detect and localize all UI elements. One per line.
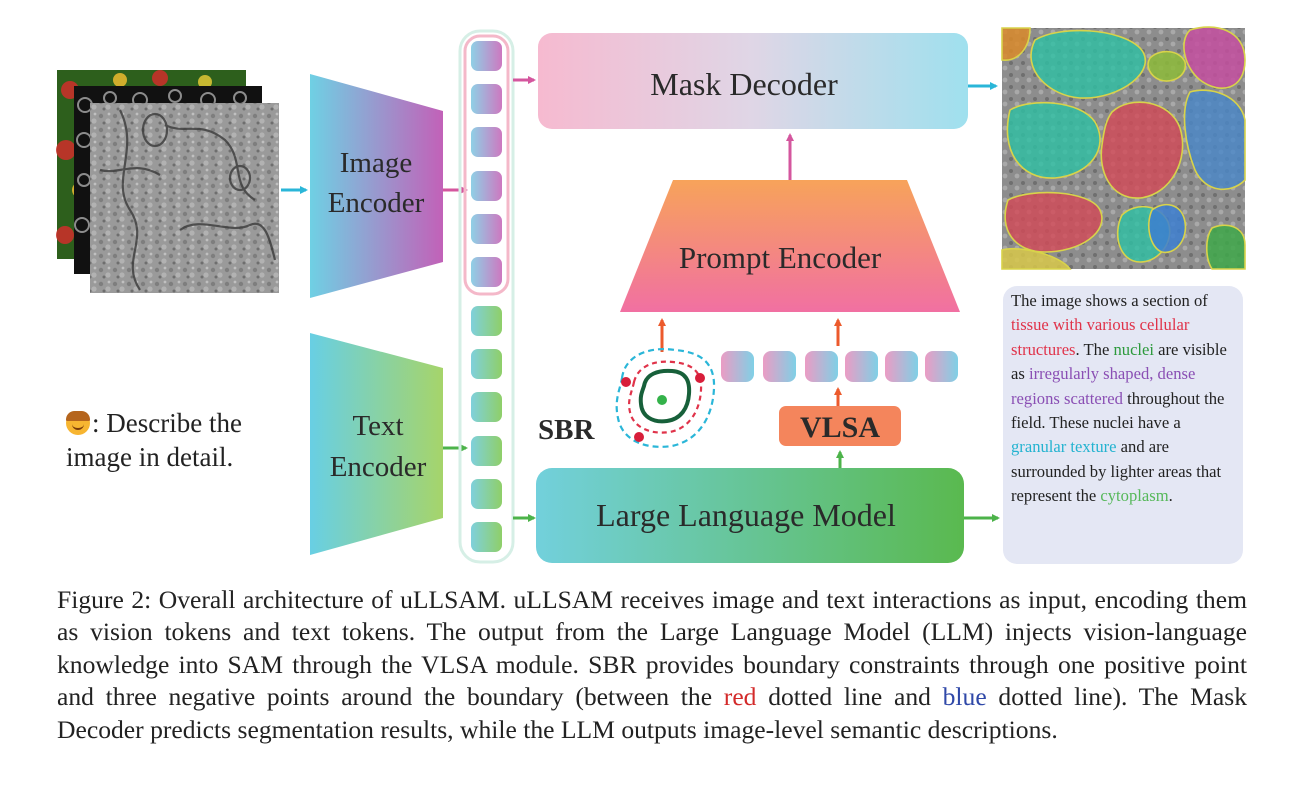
segmentation-mask-yellow [1001, 247, 1072, 270]
figure-caption: Figure 2: Overall architecture of uLLSAM… [57, 584, 1247, 746]
caption-text: dotted line). The Mask Decoder predicts … [57, 682, 1248, 744]
text-encoder-label-line1: Text [352, 410, 403, 442]
vlsa-output-tokens [721, 351, 958, 382]
desc-highlight-tissue: tissue with various cellular structures [1011, 315, 1190, 359]
llm-description-box: The image shows a section of tissue with… [1003, 286, 1243, 564]
llm-label: Large Language Model [596, 497, 896, 533]
token-column-outer [458, 29, 515, 564]
sbr-negative-point [621, 377, 631, 387]
input-image-front [90, 103, 279, 293]
desc-highlight-texture: granular texture [1011, 437, 1117, 457]
segmentation-mask-blue [1148, 203, 1187, 254]
vision-token-group [463, 34, 510, 296]
segmentation-mask-green [1147, 50, 1187, 82]
text-token [471, 306, 502, 336]
mask-decoder-label: Mask Decoder [650, 66, 838, 102]
prompt-encoder-label: Prompt Encoder [679, 240, 882, 275]
sbr-label: SBR [538, 414, 595, 446]
text-tokens [471, 306, 502, 552]
segmentation-mask-purple [1183, 26, 1246, 89]
text-encoder [310, 333, 443, 555]
architecture-diagram: Image Encoder Text Encoder Mask Decoder … [56, 26, 1246, 564]
vlsa-output-token [805, 351, 838, 382]
user-prompt-text: : Describe the image in detail. [66, 408, 242, 472]
vision-token [471, 214, 502, 244]
vision-token [471, 84, 502, 114]
vision-token [471, 171, 502, 201]
vlsa-output-token [925, 351, 958, 382]
segmentation-mask-green [1205, 224, 1246, 270]
text-token [471, 349, 502, 379]
sbr-negative-point [695, 373, 705, 383]
mask-decoder [538, 33, 968, 129]
sbr-positive-point [657, 395, 667, 405]
desc-text: and are surrounded by lighter areas that… [1011, 437, 1222, 506]
vision-token [471, 257, 502, 287]
segmentation-mask-cyan [1006, 101, 1101, 179]
sbr-object-contour [638, 368, 692, 424]
caption-red-word: red [723, 682, 757, 712]
image-encoder [310, 74, 443, 298]
desc-highlight-cytoplasm: cytoplasm [1100, 486, 1169, 506]
segmentation-mask-orange [1001, 27, 1031, 61]
large-language-model [536, 468, 964, 563]
sbr-blue-dotted-boundary [615, 348, 716, 448]
text-token [471, 522, 502, 552]
sbr-red-dotted-boundary [627, 360, 703, 434]
desc-text: . The [1075, 339, 1114, 359]
segmentation-output-image [1001, 26, 1246, 270]
segmentation-mask-blue [1183, 89, 1246, 191]
vision-token [471, 41, 502, 71]
image-encoder-label-line2: Encoder [328, 187, 425, 219]
user-prompt: : Describe the image in detail. [66, 406, 296, 474]
vision-tokens [471, 41, 502, 287]
segmentation-mask-cyan [1030, 29, 1147, 99]
caption-text: Figure 2: Overall architecture of uLLSAM… [57, 585, 1247, 712]
input-image-front-membranes [99, 109, 277, 291]
sbr-negative-point [634, 432, 644, 442]
text-encoder-label-line2: Encoder [330, 451, 427, 483]
segmentation-mask-red [1100, 101, 1184, 199]
sbr-boundary-illustration [615, 348, 716, 448]
vlsa-output-token [885, 351, 918, 382]
input-image-stack [56, 70, 279, 293]
desc-highlight-shape: irregularly shaped, dense regions scatte… [1011, 364, 1196, 408]
user-face-icon [66, 411, 90, 435]
vlsa-output-token [763, 351, 796, 382]
desc-highlight-nuclei: nuclei [1113, 339, 1155, 359]
prompt-encoder [620, 180, 960, 312]
vlsa-module [779, 406, 901, 446]
desc-text: are visible as [1011, 339, 1227, 384]
segmentation-masks [1001, 26, 1246, 270]
caption-blue-word: blue [942, 682, 987, 712]
image-encoder-label-line1: Image [340, 147, 412, 179]
text-token [471, 392, 502, 422]
vision-token [471, 127, 502, 157]
desc-text: The image shows a section of [1011, 291, 1208, 310]
segmentation-mask-red [1004, 191, 1103, 253]
desc-text: . [1168, 486, 1173, 506]
vlsa-output-token [721, 351, 754, 382]
text-token [471, 479, 502, 509]
desc-text: throughout the field. These nuclei have … [1011, 388, 1225, 433]
vlsa-label: VLSA [800, 411, 880, 444]
vlsa-output-token [845, 351, 878, 382]
text-token [471, 436, 502, 466]
caption-text: dotted line and [756, 682, 943, 712]
